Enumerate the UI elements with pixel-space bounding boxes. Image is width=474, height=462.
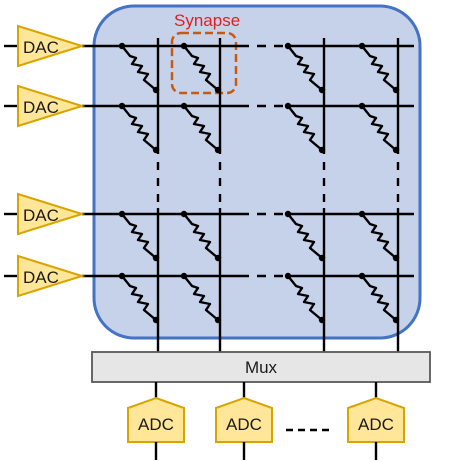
- adc-2: ADC: [215, 396, 273, 460]
- adc-3: ADC: [347, 396, 405, 460]
- mux-adc-wires: [154, 382, 378, 398]
- dac-1-label: DAC: [23, 38, 59, 57]
- dac-2-label: DAC: [23, 98, 59, 117]
- adc-2-label: ADC: [226, 415, 262, 434]
- dac-4: DAC: [17, 254, 86, 298]
- dac-2: DAC: [17, 84, 86, 128]
- dac-3: DAC: [17, 192, 86, 236]
- synapse-label: Synapse: [174, 11, 240, 30]
- dac-1: DAC: [17, 24, 86, 68]
- mux-block: Mux: [91, 351, 431, 383]
- adc-1-label: ADC: [138, 415, 174, 434]
- crossbar-array-region: [92, 4, 422, 340]
- dac-4-label: DAC: [23, 268, 59, 287]
- adc-1: ADC: [127, 396, 185, 460]
- dac-input-wires: [4, 44, 20, 278]
- dac-3-label: DAC: [23, 206, 59, 225]
- mux-label: Mux: [245, 358, 278, 377]
- synapse-highlight-box: [170, 31, 238, 95]
- row-wires: [82, 44, 414, 278]
- adc-3-label: ADC: [358, 415, 394, 434]
